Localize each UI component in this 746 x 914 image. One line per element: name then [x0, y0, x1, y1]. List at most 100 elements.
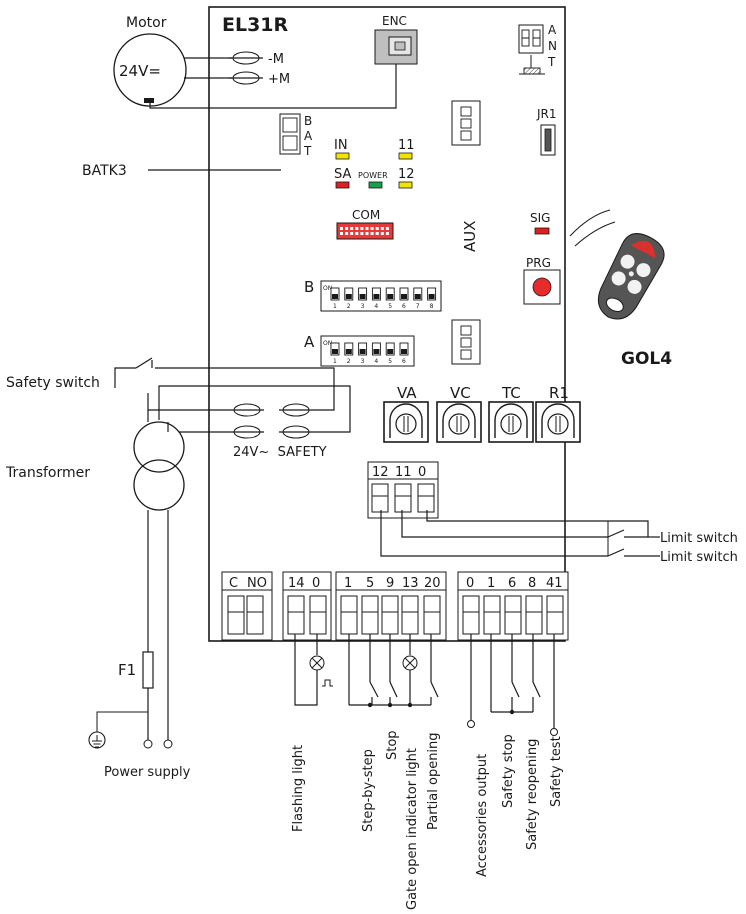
bat-label-t: T — [303, 144, 312, 158]
jr1-label: JR1 — [536, 107, 557, 121]
supply-labels: 24V~ SAFETY — [233, 445, 327, 460]
label-partial-opening: Partial opening — [426, 732, 441, 830]
terminal-screw[interactable] — [287, 595, 305, 635]
com-pin — [340, 227, 343, 230]
trimmer-va[interactable] — [383, 401, 429, 443]
terminal-screw[interactable] — [246, 595, 264, 635]
terminal-screw[interactable] — [401, 595, 419, 635]
label-accessories-output: Accessories output — [475, 754, 490, 877]
junction-dot — [367, 702, 373, 708]
led-sa — [335, 181, 350, 189]
terminal-flash-0: 0 — [312, 576, 320, 591]
motor-plus-label: +M — [268, 72, 290, 87]
terminal-screw[interactable] — [227, 595, 245, 635]
terminal-number: 1 — [344, 576, 352, 591]
dip-lever-knob — [387, 349, 394, 354]
led-sig — [534, 227, 550, 235]
led-in — [335, 152, 350, 160]
motor-fuse-minus — [229, 51, 263, 65]
supply-fuse-top-left — [230, 403, 264, 417]
dip-number: 4 — [374, 303, 378, 310]
limit-num-11: 11 — [395, 465, 412, 480]
aux-label: AUX — [461, 220, 479, 252]
limit-num-0: 0 — [418, 465, 426, 480]
terminal-screw[interactable] — [309, 595, 327, 635]
safety-test-terminal — [550, 728, 558, 736]
terminal-number: 0 — [466, 576, 474, 591]
terminal-screw[interactable] — [483, 595, 501, 635]
terminal-screw[interactable] — [423, 595, 441, 635]
dip-number: 3 — [361, 303, 365, 310]
ant-label-n: N — [548, 39, 557, 53]
com-pin — [350, 227, 354, 230]
bat-label-a: A — [304, 129, 313, 143]
terminal-screw[interactable] — [361, 595, 379, 635]
dip-number: 4 — [374, 358, 378, 365]
com-pin — [360, 227, 364, 230]
terminal-number: 6 — [508, 576, 516, 591]
safety-switch-icon — [114, 357, 335, 411]
dip-lever-knob — [387, 294, 394, 299]
ant-label-t: T — [547, 55, 556, 69]
prg-button[interactable] — [523, 269, 561, 305]
terminal-screw[interactable] — [462, 595, 480, 635]
trimmer-label: VA — [397, 384, 417, 402]
terminal-number: 13 — [402, 576, 419, 591]
dip-number: 2 — [347, 358, 351, 365]
trimmer-label: R1 — [549, 384, 569, 402]
dip-lever-knob — [345, 349, 352, 354]
trimmer-vc[interactable] — [436, 401, 482, 443]
com-pin — [380, 227, 384, 230]
com-pin — [370, 232, 374, 235]
trimmer-r1[interactable] — [535, 401, 581, 443]
terminal-screw[interactable] — [371, 483, 389, 513]
dip-lever-knob — [359, 294, 366, 299]
terminal-screw[interactable] — [525, 595, 543, 635]
f1-fuse — [142, 651, 154, 689]
terminal-14: 14 — [288, 576, 305, 591]
supply-fuse-bottom-right — [279, 425, 313, 439]
ant-connector — [518, 24, 544, 54]
terminal-screw[interactable] — [381, 595, 399, 635]
label-flashing-light: Flashing light — [291, 745, 306, 832]
com-pin — [355, 232, 359, 235]
supply-terminal-l — [143, 739, 153, 749]
accessories-terminal — [467, 720, 475, 728]
terminal-screw[interactable] — [394, 483, 412, 513]
terminal-screw[interactable] — [546, 595, 564, 635]
jr1-jumper[interactable] — [540, 124, 556, 156]
power-supply-label: Power supply — [104, 765, 191, 780]
com-pin — [345, 227, 349, 230]
dip-number: 7 — [416, 303, 420, 310]
label-safety-stop: Safety stop — [501, 734, 516, 808]
terminal-screw[interactable] — [340, 595, 358, 635]
terminal-number: 1 — [487, 576, 495, 591]
motor-label: Motor — [126, 15, 167, 31]
label-safety-test: Safety test — [549, 736, 564, 807]
dip-number: 6 — [402, 303, 406, 310]
label-gate-open: Gate open indicator light — [405, 748, 420, 910]
prg-label: PRG — [526, 256, 551, 270]
trimmer-tc[interactable] — [488, 401, 534, 443]
led-in-label: IN — [334, 138, 348, 153]
terminal-screw[interactable] — [417, 483, 435, 513]
remote-label: GOL4 — [621, 349, 672, 369]
led-power — [368, 181, 383, 189]
terminal-screw[interactable] — [504, 595, 522, 635]
led-12 — [398, 181, 413, 189]
terminal-c: C — [229, 576, 238, 591]
motor-voltage: 24V= — [119, 62, 161, 80]
transformer-label: Transformer — [5, 465, 90, 481]
led-sa-label: SA — [334, 167, 351, 182]
dip-number: 6 — [402, 358, 406, 365]
dip-lever-knob — [332, 294, 338, 299]
junction-dot — [407, 702, 413, 708]
aux-connector-upper — [451, 100, 481, 146]
dip-lever-knob — [401, 294, 407, 299]
com-pin — [350, 232, 354, 235]
dip-lever-knob — [373, 349, 380, 354]
